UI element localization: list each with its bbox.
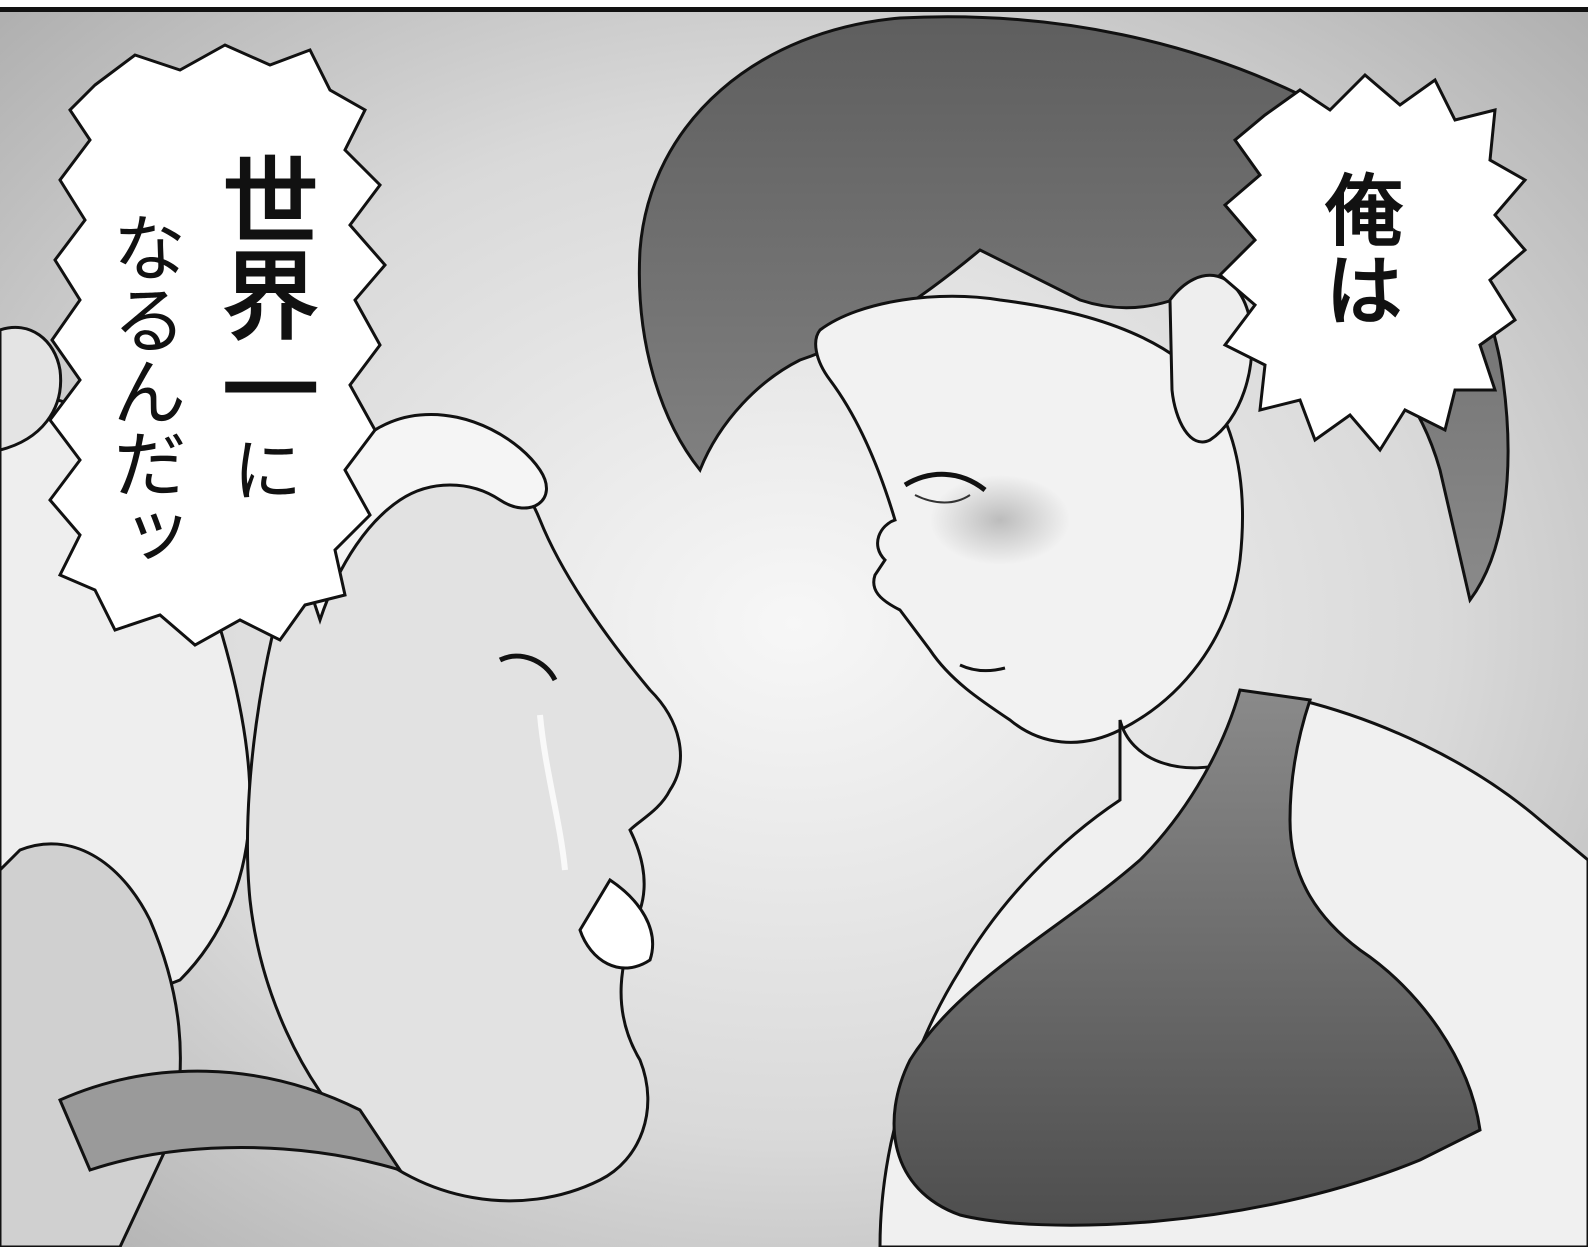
boy-eye <box>498 653 558 682</box>
boy-hair <box>298 412 548 625</box>
girl-eye <box>903 471 987 492</box>
panel-top-border <box>0 0 1588 12</box>
girl-mouth <box>959 663 1006 673</box>
girl-ear <box>1168 273 1254 444</box>
speech-text-left-suffix: に <box>221 434 303 502</box>
speech-text-right: 俺は <box>1312 170 1402 330</box>
boy-glove-strap <box>58 1069 404 1173</box>
speech-text-left-line2: なるんだッ <box>100 210 186 570</box>
girl-blush <box>930 475 1070 565</box>
boy-tear <box>537 714 568 871</box>
boy-hair-left <box>0 325 63 452</box>
speech-bubble-right <box>1217 72 1528 453</box>
girl-sports-top <box>892 688 1482 1227</box>
boy-mouth <box>578 877 655 970</box>
speech-bubble-left <box>48 43 387 647</box>
speech-text-left-line1: 世界一に <box>206 152 318 502</box>
speech-text-left-bold: 世界一 <box>206 152 318 434</box>
